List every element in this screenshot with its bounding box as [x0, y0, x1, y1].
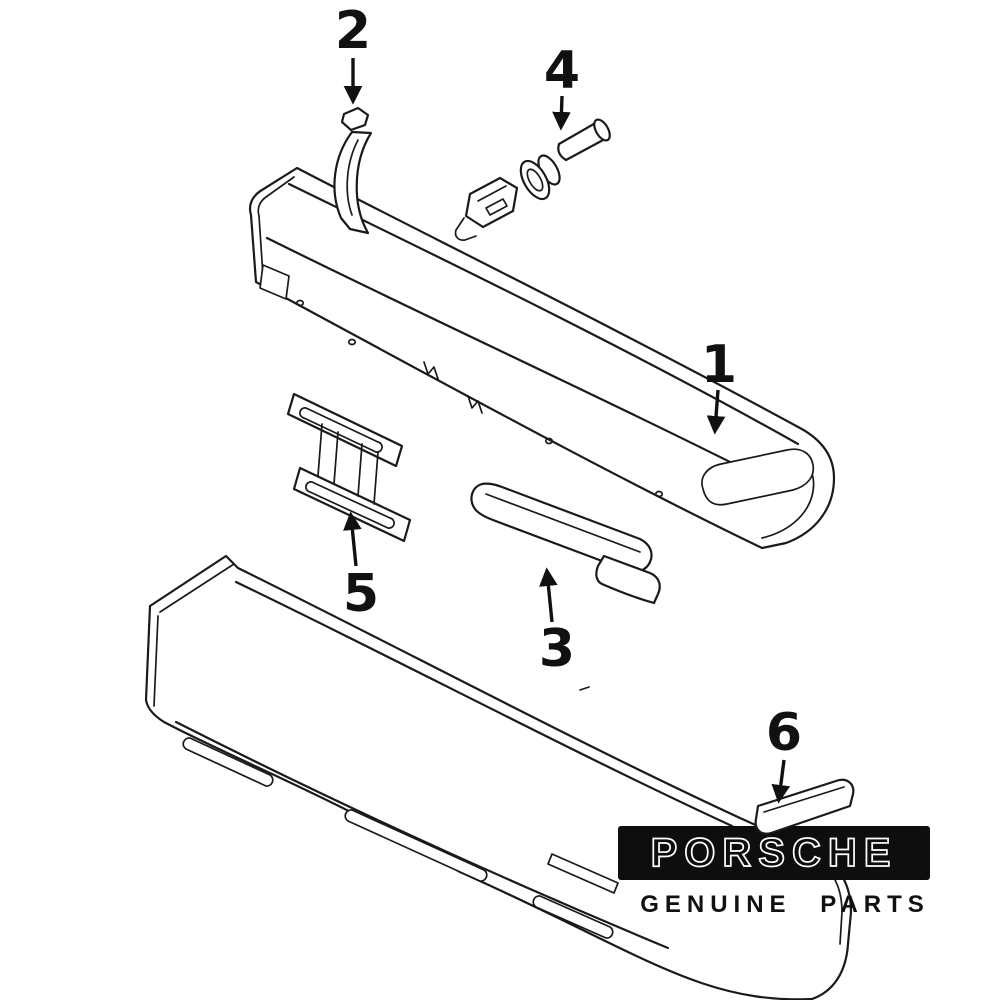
callout-label-5: 5 — [343, 564, 379, 624]
spoiler-outline — [144, 554, 853, 1000]
callout-arrow-3 — [539, 567, 558, 623]
spoiler-left-edge-inner — [153, 615, 159, 707]
bolt-flange-inner — [526, 168, 544, 192]
trim-strip-inner-line — [485, 493, 641, 553]
bolt-shaft-left-arc — [557, 142, 568, 162]
spoiler-lower-face-line — [174, 720, 670, 950]
bumper-clip-mark — [467, 395, 483, 414]
bracket-strap-inner-line — [346, 139, 359, 216]
bolt-assembly-part — [454, 118, 611, 241]
mount-strap-line — [317, 423, 323, 477]
spoiler-fin-inner-line — [159, 563, 235, 613]
callout-arrow-6 — [771, 759, 791, 804]
end-cap-inner-line — [763, 786, 845, 813]
bolt-shaft-end — [593, 118, 611, 142]
bumper-hole — [654, 490, 664, 498]
trim-strip-outline — [470, 482, 653, 573]
spoiler-slot — [344, 809, 488, 882]
trim-strip-part — [470, 482, 661, 605]
bumper-bar-part — [248, 166, 836, 691]
callout-label-2: 2 — [335, 1, 371, 61]
bracket-bolt-head — [340, 106, 370, 132]
callout-arrows — [343, 58, 791, 804]
bumper-hole — [544, 437, 554, 445]
spoiler-lip-line — [234, 580, 734, 828]
spoiler-step-detail — [547, 853, 619, 894]
bracket-strap-outline — [333, 130, 373, 235]
front-spoiler-part — [144, 554, 853, 1000]
spoiler-slot — [532, 895, 614, 939]
mount-strap-line — [357, 443, 363, 497]
bumper-outline — [248, 166, 836, 550]
mount-strap-line — [373, 451, 379, 505]
bolt-shaft-bottom-line — [564, 137, 607, 162]
trim-strip-end-cap — [595, 554, 661, 605]
end-cap-outline — [754, 778, 855, 835]
retainer-bracket-part — [333, 106, 373, 235]
bumper-hole — [347, 338, 357, 346]
end-cap-part — [754, 778, 855, 835]
bolt-hook-tab — [454, 217, 477, 241]
mount-bottom-rail-slot — [305, 481, 395, 529]
callout-label-3: 3 — [539, 619, 575, 679]
bolt-clevis-edge-line — [477, 185, 507, 202]
bumper-left-bracket-cutout — [259, 264, 290, 300]
tick-mark — [579, 686, 590, 691]
badge-brand-text: PORSCHE — [651, 831, 898, 875]
brand-badge: PORSCHE GENUINE PARTS — [618, 826, 930, 918]
badge-subtitle-text: GENUINE PARTS — [640, 891, 930, 918]
bolt-clevis-slot — [485, 198, 508, 216]
callout-label-6: 6 — [766, 703, 802, 763]
bumper-hole — [295, 299, 305, 307]
bumper-left-fold-line — [257, 176, 295, 277]
bumper-face-crease-line — [265, 236, 780, 488]
spoiler-slot — [182, 737, 274, 787]
callout-label-4: 4 — [544, 41, 580, 101]
bolt-shaft-top-line — [557, 119, 601, 146]
bumper-clip-mark — [423, 361, 439, 380]
mounting-bracket-part — [286, 392, 412, 543]
callout-labels: 2 4 1 5 3 6 — [335, 1, 802, 763]
badge-bar — [618, 826, 930, 880]
bolt-clevis-outline — [464, 176, 519, 229]
callout-arrow-1 — [706, 389, 726, 435]
callout-label-1: 1 — [701, 335, 737, 395]
callout-arrow-4 — [552, 95, 571, 131]
callout-arrow-5 — [343, 511, 362, 567]
mount-strap-line — [333, 431, 339, 485]
bumper-end-cap-slot — [701, 448, 815, 506]
mount-top-rail-slot — [299, 407, 383, 453]
